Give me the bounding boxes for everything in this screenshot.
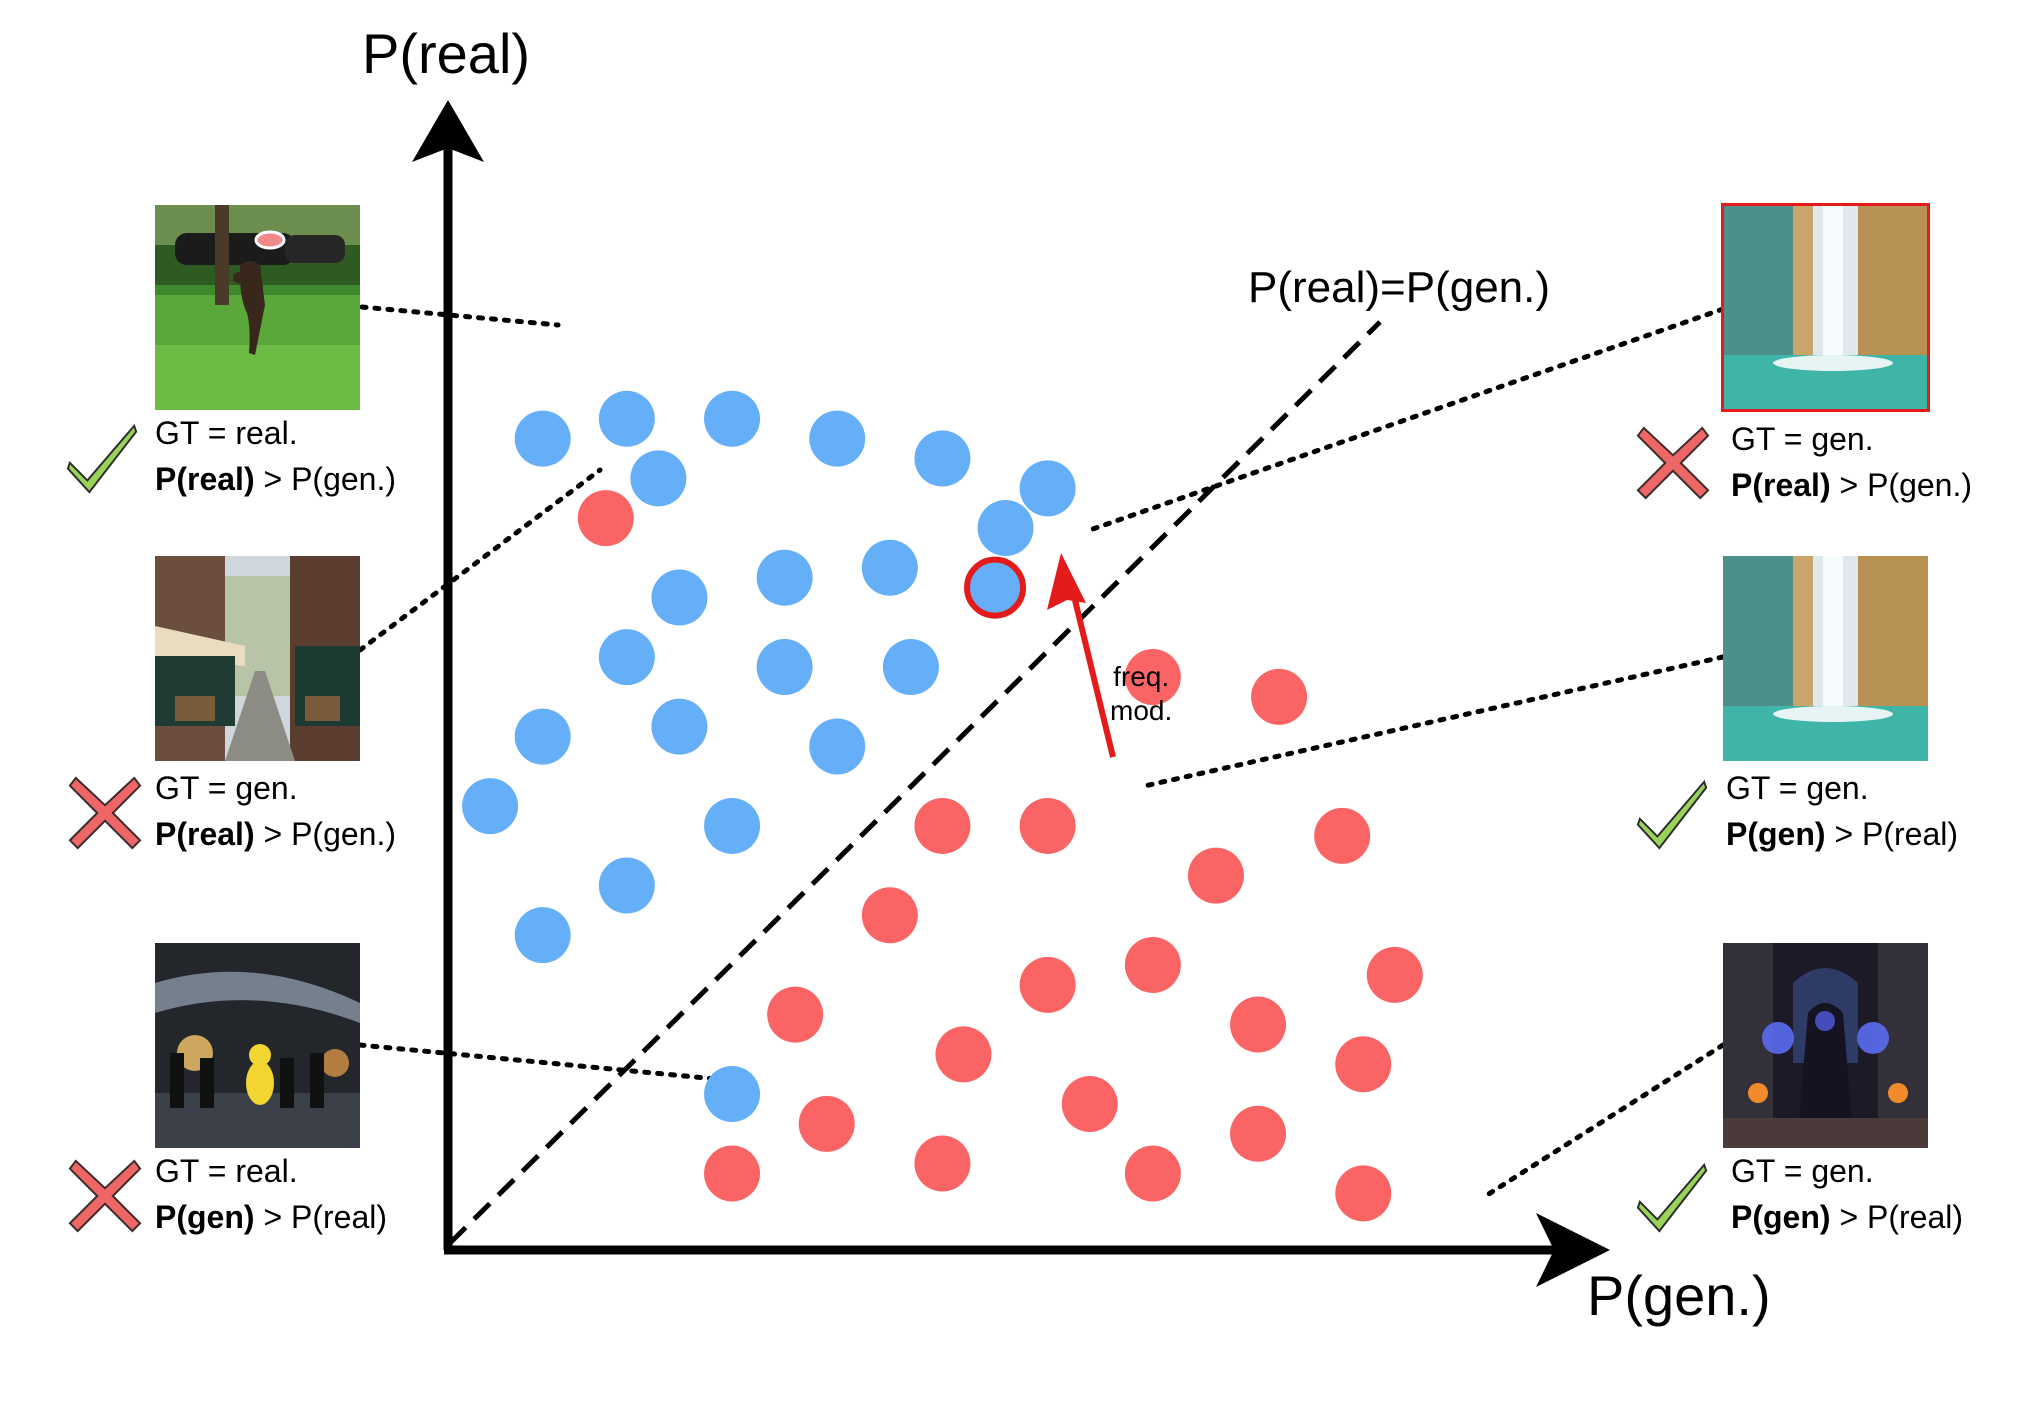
generated-sample-dot xyxy=(1251,668,1308,725)
example-image-dog xyxy=(155,205,360,410)
generated-sample-dot xyxy=(914,1135,971,1192)
real-sample-dot xyxy=(651,569,708,626)
freq-mod-arrow xyxy=(1047,553,1116,758)
real-sample-dot xyxy=(882,639,939,696)
real-sample-dot xyxy=(977,500,1034,557)
check-icon xyxy=(64,418,142,496)
generated-sample-dot xyxy=(1124,1145,1181,1202)
generated-sample-dot xyxy=(1230,996,1287,1053)
prediction-text: P(gen) > P(real) xyxy=(155,1199,388,1235)
generated-sample-dot xyxy=(798,1095,855,1152)
real-sample-dot xyxy=(756,549,813,606)
real-sample-dot xyxy=(704,1066,761,1123)
generated-sample-dot xyxy=(1019,956,1076,1013)
real-sample-dot xyxy=(462,778,519,835)
prediction-text: P(real) > P(gen.) xyxy=(155,816,396,852)
gt-text: GT = gen. xyxy=(1731,421,1874,457)
real-sample-dot xyxy=(756,639,813,696)
y-axis-arrowhead xyxy=(412,100,484,162)
example-caption: GT = real. P(real) > P(gen.) xyxy=(155,410,396,502)
real-sample-dot xyxy=(514,410,571,467)
generated-sample-dot xyxy=(914,797,971,854)
example-image-riot xyxy=(155,943,360,1148)
real-sample-dot xyxy=(514,708,571,765)
x-axis-arrowhead xyxy=(1536,1213,1610,1287)
real-sample-dot xyxy=(1019,460,1076,517)
generated-sample-dot xyxy=(704,1145,761,1202)
cross-icon xyxy=(1634,424,1712,502)
example-caption: GT = gen. P(gen) > P(real) xyxy=(1726,765,1958,857)
gt-text: GT = real. xyxy=(155,415,298,451)
example-image-wizard xyxy=(1723,943,1928,1148)
generated-sample-dot xyxy=(1314,807,1371,864)
real-sample-dot xyxy=(514,907,571,964)
generated-sample-dot xyxy=(1366,946,1423,1003)
real-sample-dot xyxy=(651,698,708,755)
prediction-text: P(real) > P(gen.) xyxy=(155,461,396,497)
generated-sample-dot xyxy=(1061,1075,1118,1132)
diagonal-line xyxy=(448,320,1382,1245)
prediction-text: P(gen) > P(real) xyxy=(1731,1199,1964,1235)
prediction-text: P(real) > P(gen.) xyxy=(1731,467,1972,503)
connector-line xyxy=(1137,654,1726,790)
generated-sample-dot xyxy=(1335,1165,1392,1222)
y-axis-label: P(real) xyxy=(362,22,531,85)
generated-sample-dot xyxy=(1187,847,1244,904)
generated-sample-dot xyxy=(1230,1105,1287,1162)
generated-sample-dot xyxy=(1124,648,1181,705)
connector-line xyxy=(357,1042,761,1086)
gt-text: GT = gen. xyxy=(1726,770,1869,806)
real-sample-dot xyxy=(704,797,761,854)
gt-text: GT = gen. xyxy=(1731,1153,1874,1189)
real-sample-dot xyxy=(914,430,971,487)
real-sample-dot xyxy=(704,390,761,447)
generated-sample-dot xyxy=(1124,936,1181,993)
connector-line xyxy=(359,304,561,328)
prediction-text: P(gen) > P(real) xyxy=(1726,816,1959,852)
freq-mod-label: freq. mod. xyxy=(1110,661,1173,726)
generated-sample-dot xyxy=(1019,797,1076,854)
generated-sample-dot xyxy=(577,490,634,547)
real-sample-dot xyxy=(861,539,918,596)
generated-sample-dot xyxy=(935,1026,992,1083)
real-sample-dot xyxy=(809,718,866,775)
diagonal-label: P(real)=P(gen.) xyxy=(1248,263,1551,312)
example-caption: GT = gen. P(gen) > P(real) xyxy=(1731,1148,1963,1240)
check-icon xyxy=(1634,1157,1712,1235)
real-sample-dot xyxy=(598,390,655,447)
y-axis xyxy=(412,100,484,1250)
connector-line xyxy=(357,467,603,653)
real-sample-dot xyxy=(630,450,687,507)
connector-line xyxy=(1087,306,1726,533)
example-caption: GT = gen. P(real) > P(gen.) xyxy=(155,765,396,857)
connector-line xyxy=(1481,1042,1726,1200)
real-sample-dot xyxy=(598,857,655,914)
example-image-street xyxy=(155,556,360,761)
example-image-waterfall xyxy=(1723,556,1928,761)
generated-sample-dot xyxy=(767,986,824,1043)
check-icon xyxy=(1634,774,1712,852)
x-axis xyxy=(444,1213,1610,1287)
x-axis-label: P(gen.) xyxy=(1587,1264,1771,1327)
gt-text: GT = gen. xyxy=(155,770,298,806)
real-sample-dot xyxy=(598,629,655,686)
example-caption: GT = gen. P(real) > P(gen.) xyxy=(1731,416,1972,508)
real-sample-dot xyxy=(809,410,866,467)
generated-sample-dot xyxy=(861,887,918,944)
gt-text: GT = real. xyxy=(155,1153,298,1189)
cross-icon xyxy=(66,1157,144,1235)
cross-icon xyxy=(66,774,144,852)
generated-sample-dot xyxy=(1335,1036,1392,1093)
example-image-waterfall-original xyxy=(1721,203,1930,412)
modified-sample-dot xyxy=(964,556,1027,619)
example-caption: GT = real. P(gen) > P(real) xyxy=(155,1148,387,1240)
